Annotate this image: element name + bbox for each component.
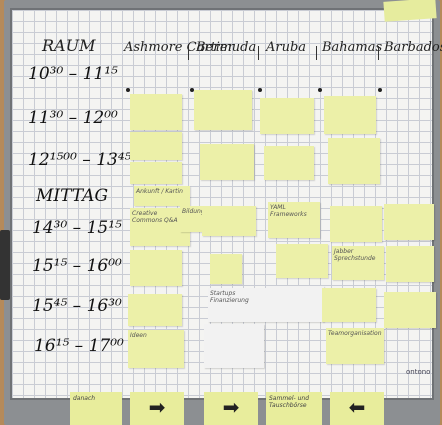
arrow-right-note: ➡	[130, 392, 184, 425]
session-note	[324, 96, 376, 134]
time-slot: 15¹⁵ – 16⁰⁰	[32, 256, 122, 276]
session-note-yaml: YAML Frameworks	[268, 202, 320, 238]
session-note	[266, 286, 324, 322]
bottom-note-tauschboerse: Sammel- und Tauschbörse	[266, 392, 322, 425]
session-note	[128, 294, 182, 326]
session-note-teamorg: Teamorganisation	[326, 328, 384, 364]
column-divider	[378, 46, 379, 60]
column-header-ashmore: Ashmore Cartier	[124, 40, 234, 55]
vendor-logo: ontono	[406, 368, 431, 376]
column-header-barbados: Barbados	[384, 40, 442, 55]
time-slot: 11³⁰ – 12⁰⁰	[28, 108, 118, 128]
column-divider	[316, 46, 317, 60]
arrow-right-note: ➡	[204, 392, 258, 425]
corner-note	[383, 0, 437, 22]
session-note	[204, 324, 264, 368]
time-slot: 15⁴⁵ – 16³⁰	[32, 296, 122, 316]
session-note	[276, 244, 328, 278]
time-slot: 12¹⁵⁰⁰ – 13⁴⁵	[28, 150, 132, 170]
time-slot: 14³⁰ – 15¹⁵	[32, 218, 122, 238]
arrow-left-note: ⬅	[330, 392, 384, 425]
magnet	[126, 88, 130, 92]
bottom-note-danach: danach	[70, 392, 122, 425]
session-note	[194, 90, 252, 130]
session-note	[260, 98, 314, 134]
session-note	[386, 246, 434, 282]
column-divider	[188, 46, 189, 60]
session-note	[130, 250, 182, 286]
session-note-ashmore-arrival: Ankunft / Kartin	[134, 186, 190, 206]
session-planning-board: RAUM Ashmore Cartier Bermuda Aruba Baham…	[10, 8, 442, 400]
session-note	[130, 162, 182, 184]
time-slot: 16¹⁵ – 17⁰⁰	[34, 336, 124, 356]
column-header-aruba: Aruba	[266, 40, 307, 55]
session-note	[384, 204, 434, 240]
magnet	[378, 88, 382, 92]
column-divider	[258, 46, 259, 60]
session-note	[130, 94, 182, 130]
session-note-ashmore-ideas: Ideen	[128, 330, 184, 368]
magnet	[258, 88, 262, 92]
session-note	[210, 254, 242, 284]
board-clip	[0, 230, 10, 300]
session-note	[330, 206, 382, 242]
session-note	[384, 292, 436, 328]
column-header-bermuda: Bermuda	[196, 40, 257, 55]
time-slot: MITTAG	[36, 186, 109, 206]
column-header-bahamas: Bahamas	[322, 40, 383, 55]
session-note	[322, 288, 376, 322]
session-note-jabber: Jabber Sprechstunde	[332, 246, 384, 280]
magnet	[190, 88, 194, 92]
session-note-startups: Startups Finanzierung	[208, 288, 266, 322]
session-note	[200, 144, 254, 180]
magnet	[318, 88, 322, 92]
session-note	[264, 146, 314, 180]
time-slot: 10³⁰ – 11¹⁵	[28, 64, 118, 84]
session-note	[328, 138, 380, 184]
session-note	[130, 132, 182, 160]
session-note	[202, 206, 256, 236]
room-label: RAUM	[42, 36, 96, 55]
